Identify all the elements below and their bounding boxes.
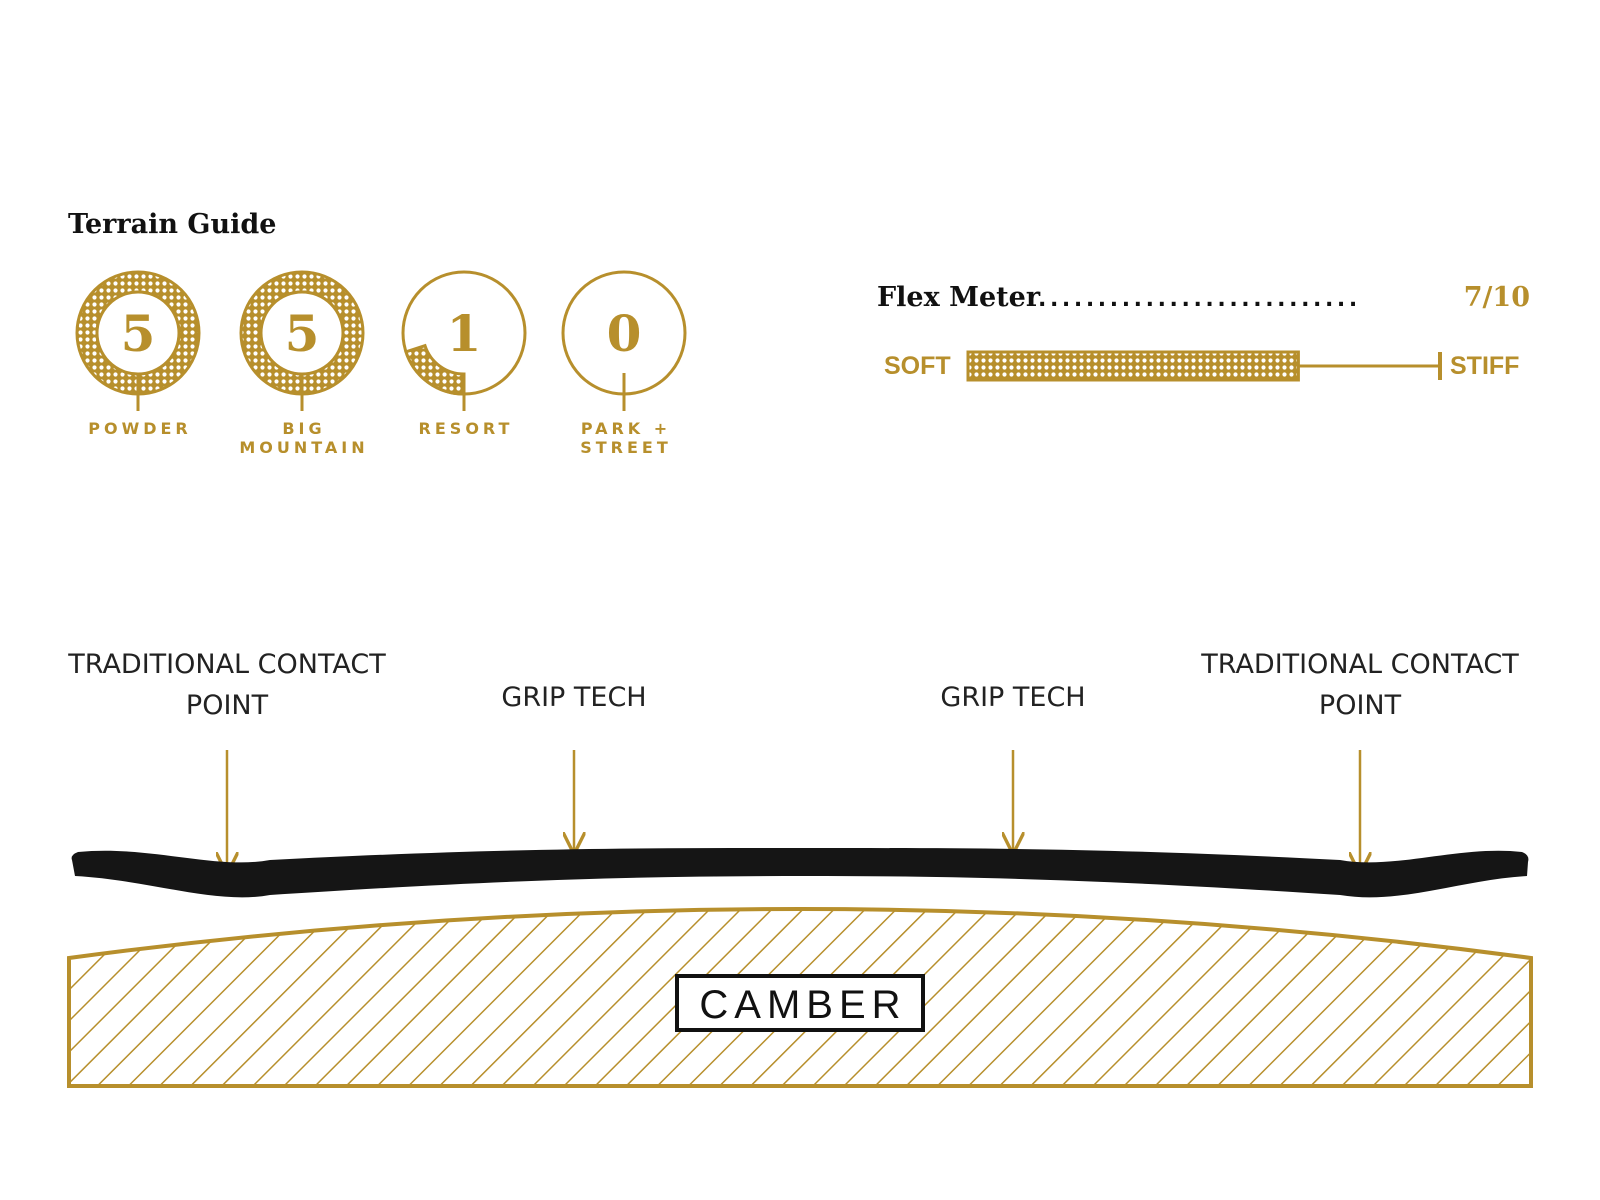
flex-soft-label: SOFT [884, 352, 951, 380]
terrain-label: POWDER [88, 419, 192, 438]
profile-callout: GRIP TECH [501, 682, 647, 852]
flex-stiff-label: STIFF [1450, 352, 1519, 380]
flex-bar-fill [966, 350, 1300, 382]
terrain-rating-value: 1 [447, 304, 482, 363]
flex-meter-leader: ........................... [1038, 287, 1361, 312]
profile-callout: TRADITIONAL CONTACT POINT [1200, 649, 1519, 872]
terrain-label: BIG [282, 419, 325, 438]
profile-callouts: TRADITIONAL CONTACT POINT GRIP TECH GRIP TE… [67, 649, 1519, 872]
callout-label: TRADITIONAL CONTACT [1200, 649, 1519, 680]
terrain-rating-value: 5 [285, 304, 320, 363]
profile-callout: GRIP TECH [940, 682, 1086, 852]
callout-label: GRIP TECH [501, 682, 646, 713]
rating-ring-fill [404, 343, 466, 396]
callout-label: POINT [1319, 690, 1402, 721]
snowboard-profile [71, 848, 1529, 898]
camber-label: CAMBER [699, 983, 906, 1027]
terrain-guide-title: Terrain Guide [68, 209, 276, 240]
flex-meter-value: 7/10 [1464, 282, 1530, 313]
callout-label: POINT [186, 690, 269, 721]
terrain-label: STREET [580, 438, 672, 457]
flex-bar [966, 350, 1442, 382]
callout-label: GRIP TECH [940, 682, 1085, 713]
terrain-label: MOUNTAIN [239, 438, 368, 457]
flex-meter: Flex Meter ........................... 7… [877, 282, 1530, 382]
terrain-label: RESORT [419, 419, 514, 438]
callout-label: TRADITIONAL CONTACT [67, 649, 386, 680]
camber-badge-box [675, 974, 925, 1032]
flex-meter-title: Flex Meter [877, 282, 1041, 313]
terrain-rating-value: 0 [607, 304, 642, 363]
profile-callout: TRADITIONAL CONTACT POINT [67, 649, 386, 872]
terrain-label: PARK + [581, 419, 671, 438]
camber-badge: CAMBER [675, 974, 925, 1032]
terrain-rating-value: 5 [121, 304, 156, 363]
